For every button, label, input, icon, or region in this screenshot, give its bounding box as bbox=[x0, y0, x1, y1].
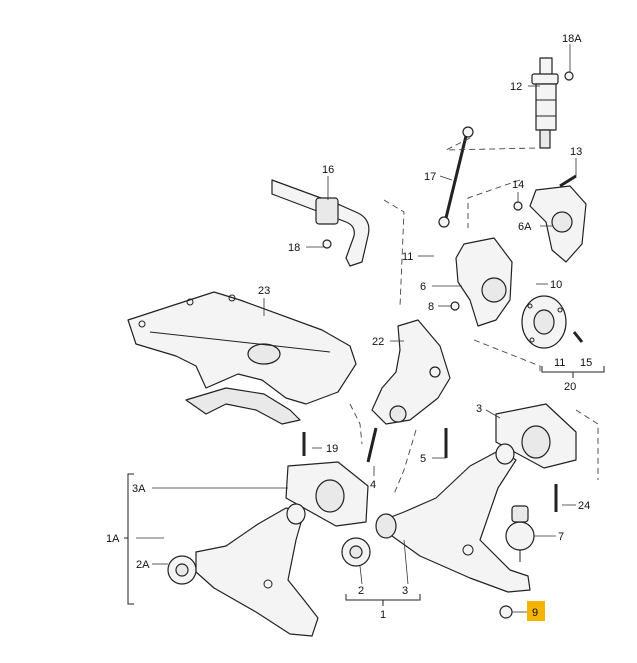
wheel-bearing-housing-6 bbox=[450, 237, 513, 327]
grouping-lines bbox=[349, 137, 599, 495]
callout-9: 9 bbox=[532, 607, 538, 619]
bolts bbox=[302, 174, 577, 512]
ball-joint bbox=[505, 505, 535, 562]
subframe bbox=[127, 291, 357, 425]
wheel-bearing-housing-6A bbox=[513, 185, 587, 263]
bush-2 bbox=[341, 537, 371, 567]
highlight-marker bbox=[527, 601, 545, 621]
callout-13: 13 bbox=[570, 146, 582, 158]
wishbone-right bbox=[375, 443, 531, 593]
callout-20: 20 bbox=[564, 381, 576, 393]
callout-24: 24 bbox=[578, 500, 590, 512]
callout-3-upper: 3 bbox=[476, 403, 482, 415]
callout-18A: 18A bbox=[562, 33, 582, 45]
callout-17: 17 bbox=[424, 171, 436, 183]
callout-4: 4 bbox=[370, 479, 376, 491]
callout-2A: 2A bbox=[136, 559, 150, 571]
callout-5: 5 bbox=[420, 453, 426, 465]
callout-6A: 6A bbox=[518, 221, 532, 233]
callout-16: 16 bbox=[322, 164, 334, 176]
nut-9 bbox=[499, 605, 513, 619]
callout-18: 18 bbox=[288, 242, 300, 254]
leader-lines bbox=[136, 44, 577, 613]
callout-12: 12 bbox=[510, 81, 522, 93]
callout-23: 23 bbox=[258, 285, 270, 297]
group-brackets bbox=[124, 366, 605, 606]
callout-2: 2 bbox=[358, 585, 364, 597]
callout-22: 22 bbox=[372, 336, 384, 348]
callout-7: 7 bbox=[558, 531, 564, 543]
callout-14: 14 bbox=[512, 179, 524, 191]
callout-3A: 3A bbox=[132, 483, 146, 495]
bracket-22 bbox=[371, 319, 451, 425]
callout-1: 1 bbox=[380, 609, 386, 621]
bush-2A bbox=[167, 555, 197, 585]
callout-8: 8 bbox=[428, 301, 434, 313]
callout-6: 6 bbox=[420, 281, 426, 293]
callout-1A: 1A bbox=[106, 533, 120, 545]
callout-3-lower: 3 bbox=[402, 585, 408, 597]
strut-assembly bbox=[531, 57, 574, 149]
wheel-hub bbox=[521, 295, 584, 349]
anti-roll-bar bbox=[271, 179, 370, 267]
callouts: 18A 12 13 14 6A 16 17 18 11 6 10 23 8 22… bbox=[106, 33, 592, 621]
bush-3A bbox=[285, 461, 369, 527]
wishbone-left bbox=[195, 503, 319, 637]
callout-19: 19 bbox=[326, 443, 338, 455]
callout-15: 15 bbox=[580, 357, 592, 369]
bush-3-upper bbox=[495, 403, 577, 469]
callout-10: 10 bbox=[550, 279, 562, 291]
callout-11-upper: 11 bbox=[402, 251, 413, 263]
callout-11-lower: 11 bbox=[554, 357, 565, 369]
